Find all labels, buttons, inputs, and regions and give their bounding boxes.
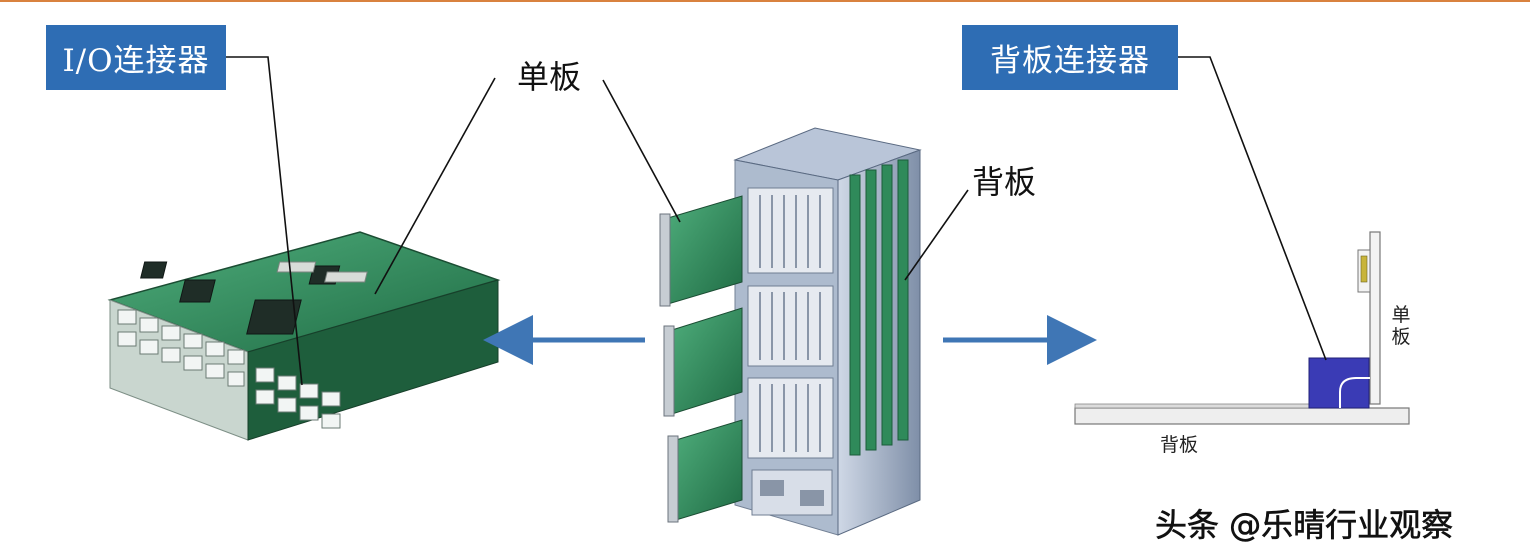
top-accent-rule (0, 0, 1530, 2)
leader-backplane-center (904, 189, 969, 281)
leader-io-connector (226, 56, 303, 386)
side-view-board-label: 单板 (1391, 304, 1411, 348)
leader-board-center (602, 79, 681, 223)
leader-backplane-connector (1178, 56, 1327, 361)
board-label: 单板 (517, 58, 582, 96)
backplane-label: 背板 (972, 163, 1037, 201)
chassis-cabinet-illustration (659, 127, 922, 536)
backplane-connector-tag: 背板连接器 (962, 25, 1178, 90)
leader-board-left (374, 77, 496, 295)
side-view-backplane-label: 背板 (1160, 434, 1199, 456)
switch-device-illustration (107, 231, 501, 441)
side-view-schematic (1074, 231, 1410, 425)
io-connector-tag: I/O连接器 (46, 25, 226, 90)
leader-lines (226, 56, 1327, 386)
watermark-credit: 头条 @乐晴行业观察 (1155, 506, 1454, 545)
